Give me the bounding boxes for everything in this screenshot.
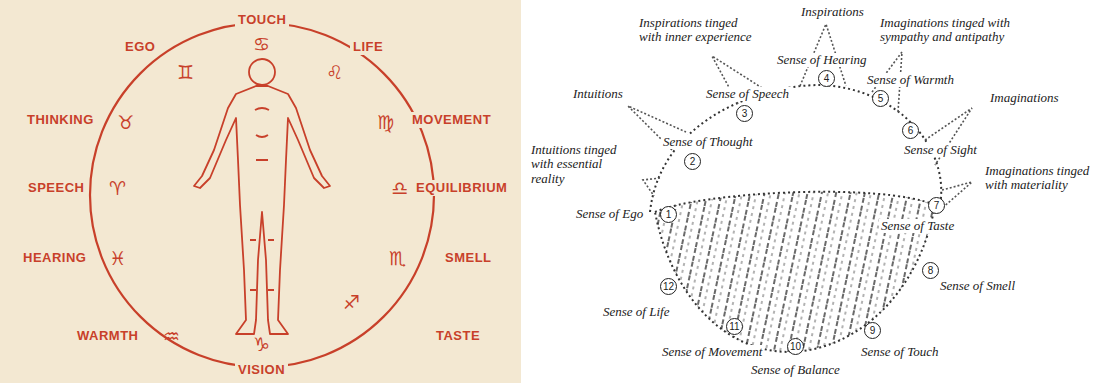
sense-label: Sense of Ego — [574, 207, 645, 221]
callout-number: 8 — [922, 262, 939, 279]
sense-label: Sense of Thought — [661, 135, 755, 149]
callout-number: 6 — [902, 122, 919, 139]
sense-name: WARMTH — [74, 328, 142, 344]
zodiac-symbol: ♓ — [109, 248, 126, 269]
zodiac-symbol: ♊ — [177, 62, 194, 83]
region-label: Imaginations tinged with sympathy and an… — [878, 16, 1018, 45]
sense-name: THINKING — [24, 112, 97, 128]
sense-label: Sense of Taste — [879, 219, 956, 233]
sense-name: EQUILIBRIUM — [413, 180, 510, 196]
zodiac-symbol: ♍ — [377, 112, 394, 133]
callout-number: 2 — [684, 153, 701, 170]
sense-name: SMELL — [442, 250, 495, 266]
zodiac-symbol: ♌ — [326, 62, 343, 83]
region-label: Inspirations tinged with inner experienc… — [637, 16, 759, 45]
zodiac-symbol: ♈ — [109, 178, 126, 199]
sense-label: Sense of Movement — [660, 345, 764, 359]
sense-label: Sense of Life — [601, 305, 671, 319]
callout-number: 11 — [726, 318, 743, 335]
sense-name: MOVEMENT — [409, 112, 494, 128]
callout-number: 12 — [660, 278, 677, 295]
zodiac-symbol: ♎ — [391, 178, 408, 199]
sense-label: Sense of Smell — [938, 279, 1017, 293]
region-label: Imaginations — [988, 91, 1061, 105]
sense-label: Sense of Sight — [902, 143, 979, 157]
zodiac-symbol: ♑ — [253, 334, 270, 355]
callout-number: 10 — [787, 338, 804, 355]
region-label: Inspirations — [799, 5, 866, 19]
sense-name: SPEECH — [25, 180, 87, 196]
sense-name: HEARING — [20, 250, 89, 266]
sense-name: TASTE — [433, 328, 483, 344]
zodiac-symbol: ♐ — [343, 292, 360, 313]
sense-label: Sense of Hearing — [775, 53, 869, 67]
callout-number: 3 — [736, 105, 753, 122]
callout-number: 4 — [818, 70, 835, 87]
zodiac-symbol: ♒ — [163, 326, 180, 347]
zodiac-symbol: ♉ — [117, 112, 134, 133]
region-label: Imaginations tinged with materiality — [983, 164, 1097, 193]
sense-label: Sense of Balance — [749, 363, 842, 377]
panel-ground — [521, 0, 1102, 383]
callout-number: 5 — [872, 90, 889, 107]
sense-name: VISION — [235, 362, 288, 378]
panel-ground — [0, 0, 521, 383]
zodiac-symbol: ♏ — [389, 248, 406, 269]
sense-label: Sense of Touch — [859, 345, 941, 359]
region-label: Intuitions tinged with essential reality — [529, 143, 637, 186]
sense-name: EGO — [122, 39, 158, 55]
hatching — [650, 180, 940, 355]
zodiac-symbol: ♋ — [253, 34, 270, 55]
ray-spikes — [628, 24, 972, 210]
sense-name: LIFE — [350, 39, 386, 55]
sense-label: Sense of Speech — [704, 87, 791, 101]
callout-number: 9 — [864, 322, 881, 339]
sense-name: TOUCH — [235, 12, 289, 28]
zodiac-circle — [90, 23, 434, 367]
sense-label: Sense of Warmth — [865, 73, 956, 87]
human-figure — [194, 59, 330, 334]
callout-number: 7 — [928, 197, 945, 214]
callout-number: 1 — [660, 206, 677, 223]
region-label: Intuitions — [571, 87, 625, 101]
